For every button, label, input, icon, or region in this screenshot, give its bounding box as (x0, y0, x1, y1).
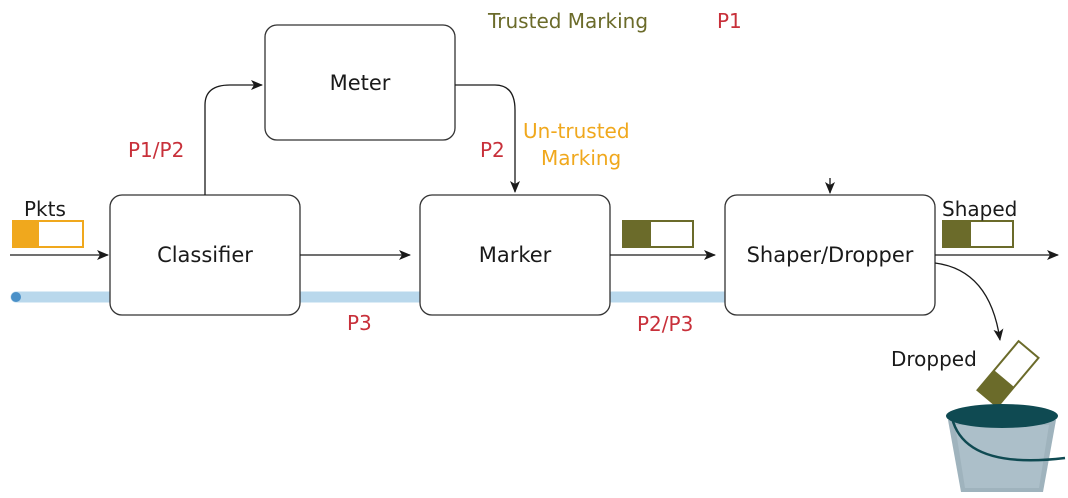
p1-label: P1 (717, 9, 742, 33)
trusted-marking-label: Trusted Marking (487, 9, 648, 33)
p2-label: P2 (480, 138, 505, 162)
meter-to-marker-arrow (455, 84, 520, 193)
marker-label: Marker (479, 243, 552, 267)
pkts-label: Pkts (24, 197, 66, 221)
shaper-dropper-box: Shaper/Dropper (724, 194, 936, 316)
untrusted-marking-line2: Marking (541, 146, 621, 170)
classifier-to-meter-arrow (204, 80, 263, 195)
packet-icon-shaped (942, 220, 1014, 248)
shaper-dropper-label: Shaper/Dropper (747, 243, 914, 267)
flow-arrows (10, 80, 1059, 341)
untrusted-marking-line1: Un-trusted (523, 119, 630, 143)
p3-label: P3 (347, 311, 372, 335)
p3-path (10, 291, 751, 303)
p2-p3-label: P2/P3 (637, 312, 693, 336)
marker-box: Marker (419, 194, 611, 316)
p1-p2-label: P1/P2 (128, 138, 184, 162)
classifier-box: Classifier (109, 194, 301, 316)
meter-box: Meter (264, 24, 456, 141)
bucket-icon (946, 404, 1066, 492)
dropped-label: Dropped (891, 347, 977, 371)
dropped-arrow (934, 262, 1004, 341)
packet-icon-dropped (976, 339, 1040, 409)
classifier-label: Classifier (157, 243, 253, 267)
packet-icon-input (12, 220, 84, 248)
packet-icon-marked (622, 220, 694, 248)
shaped-label: Shaped (942, 197, 1017, 221)
meter-label: Meter (330, 71, 391, 95)
